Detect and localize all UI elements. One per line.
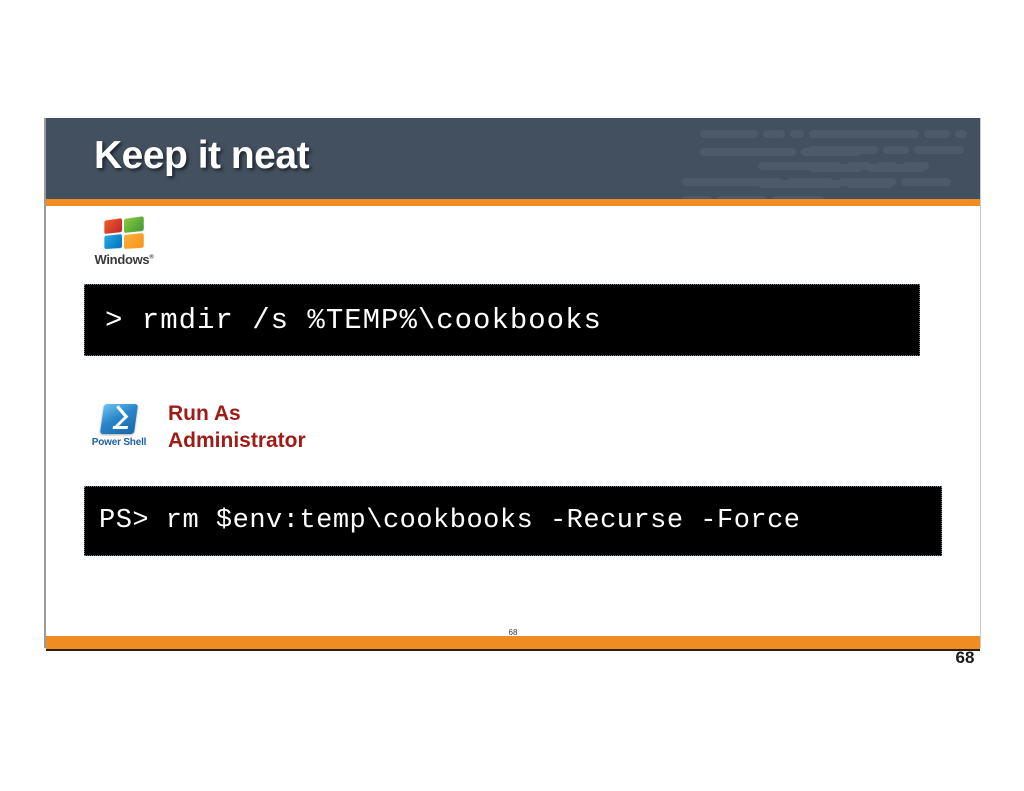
header-pattern-row — [808, 146, 980, 172]
header-pattern-dash — [758, 162, 842, 170]
header-pattern-dash — [787, 178, 833, 186]
windows-logo: Windows® — [93, 216, 155, 268]
cmd-console-block: > rmdir /s %TEMP%\cookbooks — [84, 284, 920, 356]
windows-flag-icon — [104, 216, 146, 251]
windows-pane-green — [124, 216, 144, 233]
powershell-console-block: PS> rm $env:temp\cookbooks -Recurse -For… — [84, 486, 942, 556]
windows-wordmark: Windows® — [93, 252, 155, 267]
header-pattern-row — [682, 178, 980, 199]
powershell-underscore-icon — [112, 426, 129, 429]
header-pattern-dash — [700, 130, 758, 138]
header-decorative-pattern — [680, 122, 980, 199]
windows-wordmark-text: Windows — [94, 252, 150, 267]
run-as-administrator-note: Run As Administrator — [168, 398, 306, 455]
header-pattern-row — [700, 130, 980, 156]
header-pattern-dash — [700, 148, 796, 156]
header-pattern-dash — [847, 162, 871, 170]
header-pattern-dash — [955, 130, 967, 138]
slide-header: Keep it neat — [46, 118, 980, 199]
header-pattern-dash — [901, 178, 951, 186]
powershell-logo: Power Shell — [86, 398, 152, 448]
header-pattern-dash — [808, 146, 878, 154]
header-pattern-dash — [682, 196, 712, 199]
slide-body — [46, 206, 980, 631]
slide-footer-bar — [46, 636, 980, 651]
header-pattern-dash — [682, 178, 782, 186]
note-line-1: Run As — [168, 402, 241, 425]
powershell-prompt-icon — [99, 404, 139, 434]
slide-footer-number: 68 — [508, 628, 518, 637]
header-pattern-dash — [809, 130, 919, 138]
header-pattern-dash — [924, 130, 950, 138]
header-pattern-dash — [790, 130, 804, 138]
header-pattern-dash — [903, 162, 929, 170]
page-number: 68 — [955, 648, 975, 667]
powershell-icon-label: Power Shell — [91, 437, 147, 448]
header-pattern-dash — [772, 196, 824, 199]
note-line-2: Administrator — [168, 429, 306, 453]
windows-trademark: ® — [149, 254, 154, 261]
header-pattern-dash — [838, 178, 896, 186]
header-pattern-dash — [883, 146, 909, 154]
header-pattern-row — [758, 162, 980, 188]
page-title: Keep it neat — [94, 134, 310, 177]
header-pattern-dash — [763, 130, 785, 138]
windows-pane-blue — [104, 234, 123, 250]
slide-canvas: Keep it neat Windows® > rmdir /s %TEMP%\… — [44, 118, 981, 651]
windows-pane-red — [104, 218, 123, 234]
powershell-command-text: PS> rm $env:temp\cookbooks -Recurse -For… — [99, 506, 801, 536]
windows-pane-yellow — [124, 232, 144, 249]
header-accent-rule — [46, 199, 980, 206]
powershell-note-block: Power Shell Run As Administrator — [86, 398, 306, 455]
cmd-command-text: > rmdir /s %TEMP%\cookbooks — [105, 303, 602, 337]
header-pattern-dash — [876, 162, 898, 170]
header-pattern-dash — [717, 196, 767, 199]
header-pattern-dash — [914, 146, 964, 154]
